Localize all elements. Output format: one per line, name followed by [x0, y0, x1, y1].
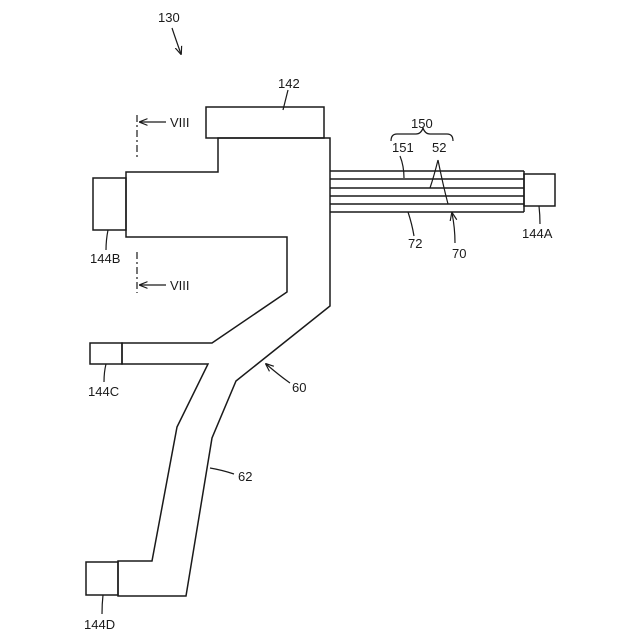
connector-144a [524, 174, 555, 206]
label-viii-top: VIII [170, 115, 190, 130]
label-52: 52 [432, 140, 446, 155]
leader-144c [104, 364, 106, 382]
connector-144b [93, 178, 126, 230]
connector-142 [206, 107, 324, 138]
leader-151 [400, 156, 404, 178]
cable-bundle-150 [330, 171, 524, 212]
flex-body-outline [118, 138, 330, 596]
label-70: 70 [452, 246, 466, 261]
label-72: 72 [408, 236, 422, 251]
label-144a: 144A [522, 226, 553, 241]
leader-72 [408, 212, 414, 236]
leader-144a [539, 206, 540, 224]
label-144c: 144C [88, 384, 119, 399]
label-130: 130 [158, 10, 180, 25]
leader-52a [430, 160, 438, 188]
leader-70-icon [452, 213, 455, 243]
label-60: 60 [292, 380, 306, 395]
leader-130-icon [172, 28, 181, 54]
connector-144c [90, 343, 122, 364]
label-150: 150 [411, 116, 433, 131]
label-144b: 144B [90, 251, 120, 266]
label-142: 142 [278, 76, 300, 91]
label-viii-bottom: VIII [170, 278, 190, 293]
connector-144d [86, 562, 118, 595]
label-151: 151 [392, 140, 414, 155]
leader-144b [106, 230, 108, 250]
leader-60-icon [266, 364, 290, 383]
leader-62 [210, 468, 234, 474]
label-144d: 144D [84, 617, 115, 632]
leader-52b [438, 160, 448, 204]
leader-144d [102, 595, 103, 614]
label-62: 62 [238, 469, 252, 484]
